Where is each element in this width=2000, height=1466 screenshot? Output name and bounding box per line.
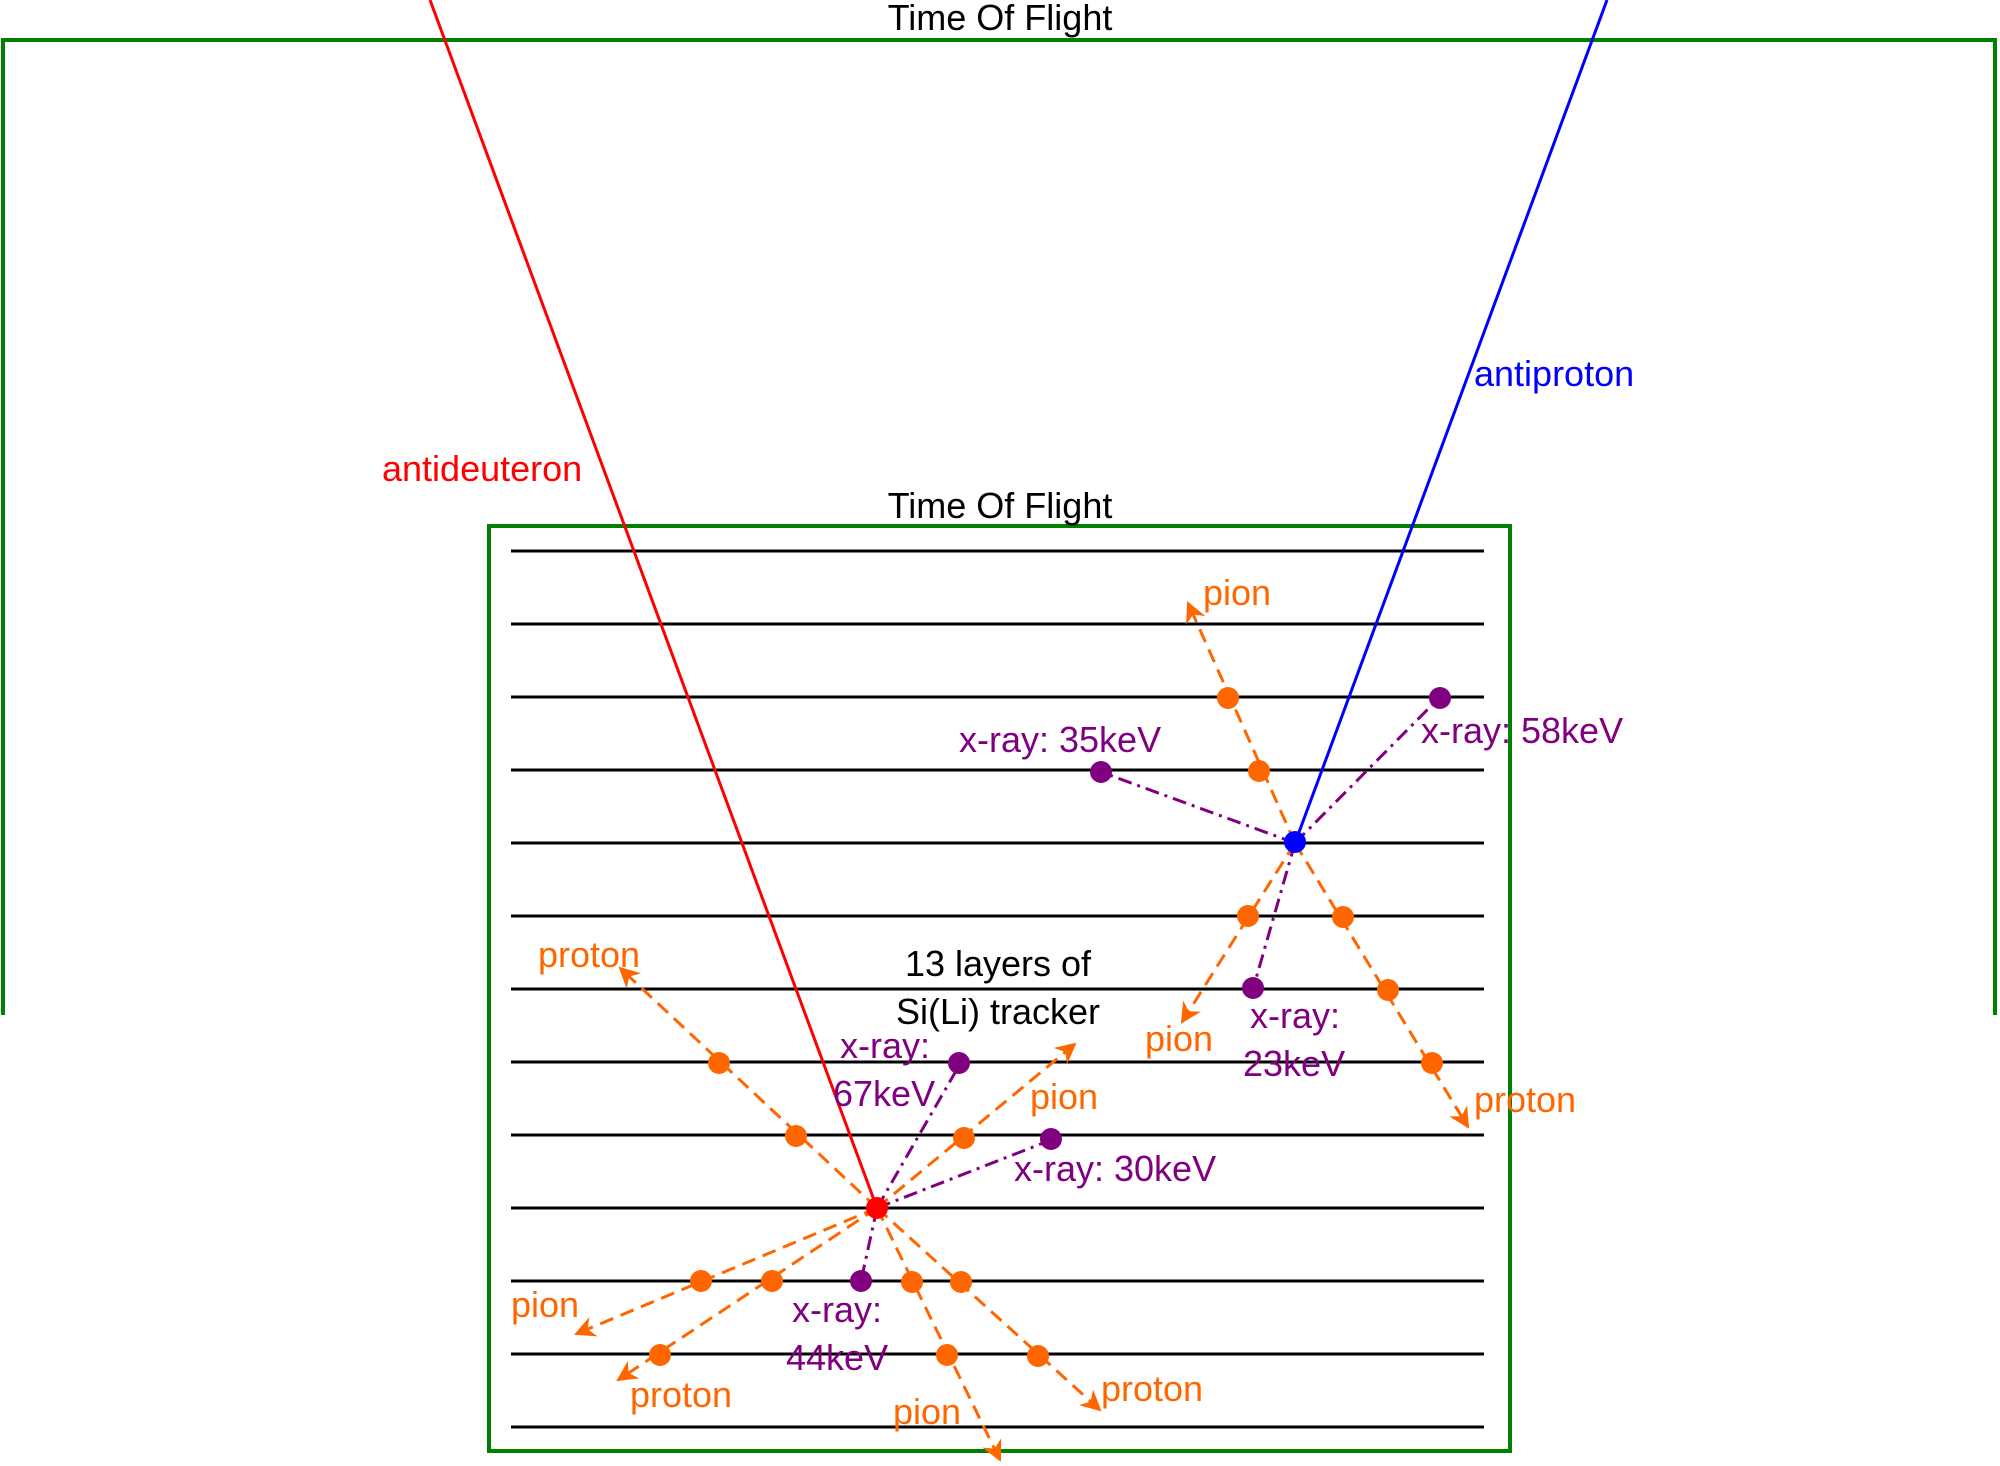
hit-point: [1027, 1345, 1049, 1367]
hit-point: [649, 1344, 671, 1366]
xray-hit-point: [1429, 687, 1451, 709]
hit-point: [950, 1271, 972, 1293]
xray-labels: x-ray: 58keV x-ray: 35keV x-ray: 23keV x…: [786, 710, 1623, 1378]
xray-58-label: x-ray: 58keV: [1421, 710, 1623, 751]
secondary-labels: pion pion proton proton pion pion proton…: [511, 572, 1576, 1432]
pion-label: pion: [893, 1391, 961, 1432]
xray-67-label-line1: x-ray:: [840, 1025, 930, 1066]
xray-30-label: x-ray: 30keV: [1014, 1148, 1216, 1189]
pion-label: pion: [1203, 572, 1271, 613]
antiproton-label: antiproton: [1474, 353, 1634, 394]
xray-track: [875, 1063, 962, 1209]
proton-label: proton: [630, 1374, 732, 1415]
tracker-layers: [511, 549, 1484, 1429]
hit-point: [953, 1127, 975, 1149]
xray-hit-point: [1040, 1128, 1062, 1150]
xray-hit-point: [1242, 977, 1264, 999]
proton-track: [616, 1206, 878, 1382]
tracker-label-line2: Si(Li) tracker: [896, 991, 1100, 1032]
pion-label: pion: [1030, 1076, 1098, 1117]
xray-44-label-line2: 44keV: [786, 1337, 888, 1378]
antideuteron-track: [428, 0, 879, 1209]
xray-23-label-line2: 23keV: [1243, 1043, 1345, 1084]
proton-track: [618, 966, 879, 1210]
xray-35-label: x-ray: 35keV: [959, 719, 1161, 760]
hit-point: [1332, 906, 1354, 928]
proton-label: proton: [1474, 1079, 1576, 1120]
xray-track: [876, 1138, 1052, 1210]
xray-23-label-line1: x-ray:: [1250, 995, 1340, 1036]
xray-hit-point: [850, 1270, 872, 1292]
antideuteron-label: antideuteron: [382, 448, 582, 489]
antiproton-vertex: [1284, 831, 1306, 853]
hit-point: [785, 1125, 807, 1147]
xray-track: [1251, 842, 1297, 990]
hit-point: [1217, 687, 1239, 709]
xray-67-label-line2: 67keV: [833, 1073, 935, 1114]
hit-point: [936, 1344, 958, 1366]
xray-track: [1293, 695, 1442, 845]
pion-track: [574, 1206, 878, 1337]
pion-track: [1180, 842, 1297, 1024]
secondary-hits: [649, 687, 1443, 1367]
hit-point: [761, 1270, 783, 1292]
tracker-label-line1: 13 layers of: [905, 943, 1092, 984]
hit-point: [1248, 760, 1270, 782]
pion-label: pion: [511, 1284, 579, 1325]
antiproton-xrays: [1100, 695, 1442, 990]
proton-track: [875, 1206, 1102, 1412]
hit-point: [708, 1052, 730, 1074]
proton-label: proton: [538, 934, 640, 975]
outer-tof-detector: [1, 38, 1997, 1015]
inner-tof-label: Time Of Flight: [888, 485, 1113, 526]
pion-track: [1186, 601, 1297, 844]
xray-44-label-line1: x-ray:: [792, 1289, 882, 1330]
antideuteron-secondaries: [574, 966, 1102, 1462]
xray-track: [1100, 770, 1296, 845]
hit-point: [1377, 979, 1399, 1001]
pion-label: pion: [1145, 1018, 1213, 1059]
hit-point: [690, 1270, 712, 1292]
outer-tof-label: Time Of Flight: [888, 0, 1113, 38]
xray-hit-point: [1090, 761, 1112, 783]
proton-label: proton: [1101, 1368, 1203, 1409]
pion-track: [875, 1207, 1002, 1462]
hit-point: [1421, 1052, 1443, 1074]
antiproton-track: [1293, 0, 1609, 844]
hit-point: [1237, 905, 1259, 927]
xray-hits: [850, 687, 1451, 1292]
antideuteron-xrays: [859, 1063, 1052, 1282]
antideuteron-vertex: [866, 1197, 888, 1219]
xray-track: [859, 1207, 879, 1282]
hit-point: [901, 1271, 923, 1293]
xray-hit-point: [948, 1052, 970, 1074]
